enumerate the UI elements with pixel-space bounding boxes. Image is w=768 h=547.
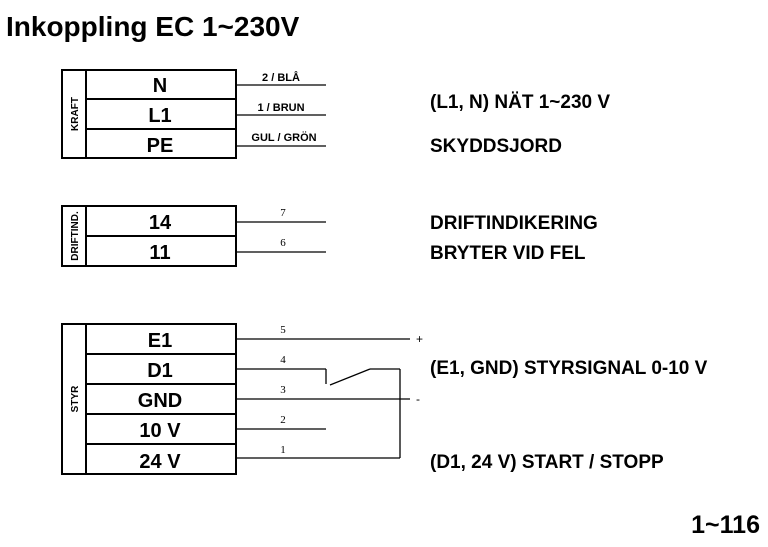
- minus-sign: -: [416, 392, 420, 406]
- page-title: Inkoppling EC 1~230V: [6, 11, 300, 42]
- wire-label-l1: 1 / BRUN: [257, 102, 304, 114]
- desc-driftindikering: DRIFTINDIKERING: [430, 213, 598, 234]
- desc-natt: (L1, N) NÄT 1~230 V: [430, 92, 610, 113]
- wire-number-3: 3: [280, 384, 286, 396]
- terminal-gnd: GND: [138, 390, 182, 412]
- driftind-wires: [236, 221, 326, 253]
- terminal-e1: E1: [148, 330, 172, 352]
- terminal-24v: 24 V: [139, 451, 181, 473]
- desc-start-stopp: (D1, 24 V) START / STOPP: [430, 452, 664, 473]
- kraft-block: [61, 69, 237, 159]
- driftind-label: DRIFTIND.: [70, 211, 81, 261]
- wire-number-1: 1: [280, 444, 286, 456]
- terminal-l1: L1: [148, 105, 171, 127]
- model-code: 1~116: [691, 511, 760, 539]
- kraft-wires: [236, 84, 326, 147]
- terminal-d1: D1: [147, 360, 173, 382]
- desc-bryter-vid-fel: BRYTER VID FEL: [430, 243, 586, 264]
- terminal-n: N: [153, 75, 167, 97]
- kraft-label: KRAFT: [70, 97, 81, 131]
- styr-label: STYR: [70, 385, 81, 412]
- wire-label-n: 2 / BLÅ: [262, 71, 300, 84]
- switch-blade: [329, 368, 371, 386]
- wire-number-7: 7: [280, 207, 286, 219]
- wire-label-pe: GUL / GRÖN: [251, 131, 316, 144]
- wire-number-5: 5: [280, 324, 286, 336]
- wire-number-6: 6: [280, 237, 286, 249]
- desc-skyddsjord: SKYDDSJORD: [430, 136, 562, 157]
- driftind-block: [61, 205, 237, 267]
- terminal-10v: 10 V: [139, 420, 181, 442]
- terminal-14: 14: [149, 212, 172, 234]
- terminal-pe: PE: [147, 135, 174, 157]
- desc-styrsignal: (E1, GND) STYRSIGNAL 0-10 V: [430, 358, 708, 379]
- plus-sign: +: [416, 332, 423, 346]
- wire-number-4: 4: [280, 354, 286, 366]
- terminal-11: 11: [149, 242, 170, 264]
- wire-number-2: 2: [280, 414, 286, 426]
- styr-wires: [236, 338, 410, 459]
